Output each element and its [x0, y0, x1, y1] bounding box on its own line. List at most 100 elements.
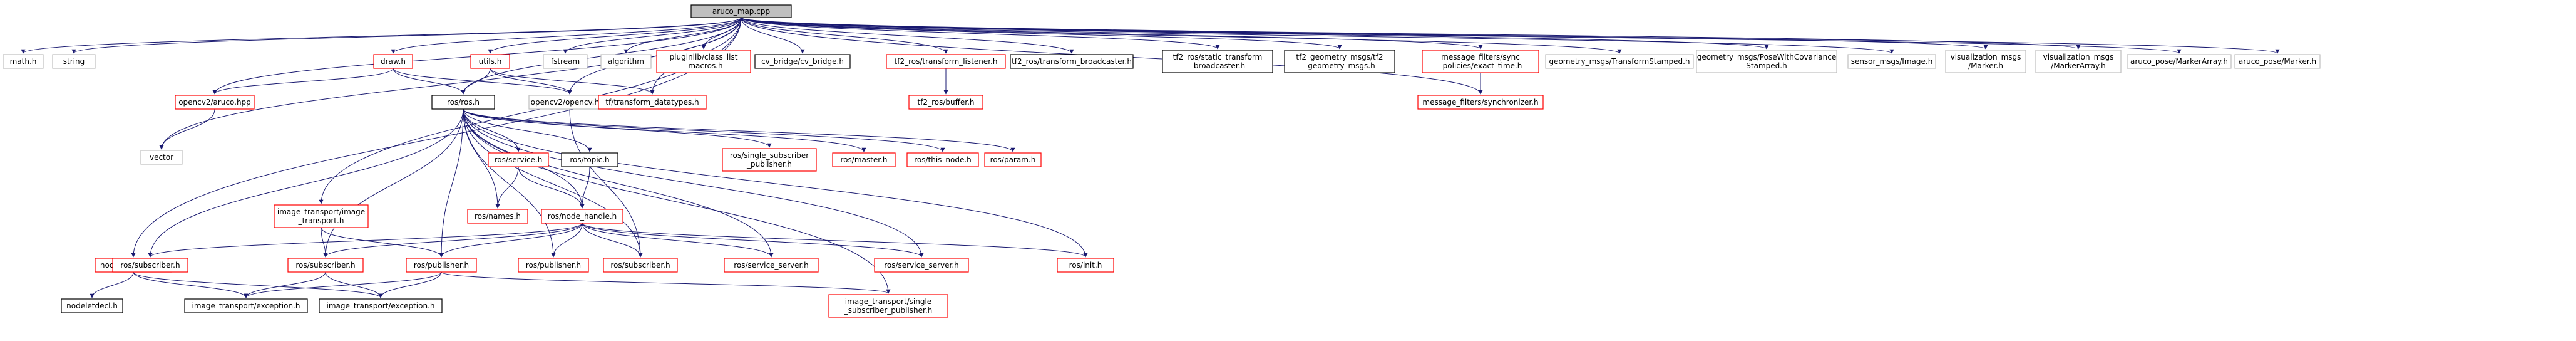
node-ros-ssp[interactable]: ros/single_subscriber_publisher.h [722, 148, 817, 172]
edge-aruco-map-to-tf2-geom [741, 17, 1342, 50]
edge-line [623, 17, 742, 54]
node-pluginlib[interactable]: pluginlib/class_list_macros.h [656, 50, 751, 73]
edge-line [701, 17, 742, 50]
node-box [908, 95, 983, 110]
edge-line [378, 271, 442, 298]
node-draw[interactable]: draw.h [373, 54, 413, 69]
node-box [488, 152, 549, 167]
node-tf-datatypes[interactable]: tf/transform_datatypes.h [598, 95, 707, 110]
edge-line [463, 108, 1015, 152]
node-utils[interactable]: utils.h [470, 54, 510, 69]
node-box [1696, 50, 1837, 73]
node-box [431, 95, 495, 110]
node-opencv2-aruco[interactable]: opencv2/aruco.hpp [175, 95, 255, 110]
node-ros-init[interactable]: ros/init.h [1057, 258, 1114, 273]
node-box [906, 152, 979, 167]
node-label: draw.h [381, 57, 406, 66]
node-ros-names[interactable]: ros/names.h [467, 209, 528, 224]
node-box [598, 95, 707, 110]
edge-nodelet-to-it-exception2 [133, 271, 383, 298]
node-box [112, 258, 188, 273]
node-ros-service-server1[interactable]: ros/service_server.h [724, 258, 819, 273]
node-ros-service[interactable]: ros/service.h [488, 152, 549, 167]
node-tf2-geom[interactable]: tf2_geometry_msgs/tf2_geometry_msgs.h [1284, 50, 1395, 73]
node-label: /Marker.h [1968, 61, 2003, 70]
node-ros-thisnode[interactable]: ros/this_node.h [906, 152, 979, 167]
node-tf2-static[interactable]: tf2_ros/static_transform_broadcaster.h [1162, 50, 1273, 73]
node-tf2-listener[interactable]: tf2_ros/transform_listener.h [886, 54, 1006, 69]
edge-ros-ros-to-ros-topic [463, 108, 592, 152]
node-box [3, 54, 44, 69]
node-box [470, 54, 510, 69]
node-ros-publisher[interactable]: ros/publisher.h [518, 258, 589, 273]
edge-aruco-map-to-fstream [563, 17, 742, 54]
node-label: message_filters/sync [1441, 53, 1520, 61]
node-it-ssp[interactable]: image_transport/single_subscriber_publis… [828, 294, 948, 318]
node-box [1284, 50, 1395, 73]
node-mf-synchronizer[interactable]: message_filters/synchronizer.h [1417, 95, 1544, 110]
node-label: /MarkerArray.h [2051, 61, 2106, 70]
edge-line [159, 108, 215, 150]
node-ros-ros[interactable]: ros/ros.h [431, 95, 495, 110]
node-box [518, 258, 589, 273]
edge-ros-nodehandle-to-ros-subscriber-m [582, 223, 643, 258]
node-ros-service-server2[interactable]: ros/service_server.h [874, 258, 969, 273]
node-label: pluginlib/class_list [670, 53, 738, 61]
node-label: ros/node_handle.h [548, 212, 617, 221]
node-tf2-buffer[interactable]: tf2_ros/buffer.h [908, 95, 983, 110]
edge-ros-nodehandle-to-it-publisher [439, 223, 583, 258]
node-ros-subscriber-l[interactable]: ros/subscriber.h [112, 258, 188, 273]
node-ros-param[interactable]: ros/param.h [984, 152, 1042, 167]
edge-line [741, 17, 1894, 54]
node-box [184, 298, 308, 313]
edge-ros-nodehandle-to-ros-init [582, 223, 1088, 258]
edge-line [21, 17, 742, 54]
node-tf2-broadcaster[interactable]: tf2_ros/transform_broadcaster.h [1010, 54, 1134, 69]
node-label: fstream [551, 57, 580, 66]
node-aruco-map[interactable]: aruco_map.cpp [690, 4, 792, 18]
node-it-subscriber[interactable]: ros/subscriber.h [287, 258, 364, 273]
edge-line [323, 108, 464, 258]
node-label: _subscriber_publisher.h [844, 306, 933, 315]
edge-line [551, 223, 583, 258]
node-cv-bridge[interactable]: cv_bridge/cv_bridge.h [754, 54, 851, 69]
edge-line [463, 108, 556, 258]
node-label: ros/init.h [1069, 261, 1102, 270]
edge-line [463, 108, 945, 152]
node-ros-topic[interactable]: ros/topic.h [561, 152, 618, 167]
node-it-publisher[interactable]: ros/publisher.h [406, 258, 477, 273]
node-label: ros/subscriber.h [610, 261, 670, 270]
node-label: aruco_pose/MarkerArray.h [2130, 57, 2228, 66]
edge-line [393, 68, 466, 95]
node-box [140, 150, 183, 165]
edge-opencv2-aruco-to-vector [159, 108, 215, 150]
edge-aruco-map-to-string [71, 17, 742, 54]
edge-line [580, 166, 590, 209]
node-label: _geometry_msgs.h [1303, 61, 1375, 70]
edge-aruco-map-to-image-transport [319, 17, 742, 204]
node-box [724, 258, 819, 273]
node-label: ros/subscriber.h [120, 261, 180, 270]
node-label: image_transport/single [845, 297, 931, 306]
node-mf-sync[interactable]: message_filters/sync_policies/exact_time… [1422, 50, 1539, 73]
edge-line [391, 17, 742, 54]
node-label: tf2_ros/static_transform [1173, 53, 1263, 61]
node-label: ros/publisher.h [526, 261, 581, 270]
node-box [52, 54, 96, 69]
edge-image-transport-to-it-subscriber [321, 227, 328, 258]
node-image-transport[interactable]: image_transport/image_transport.h [274, 204, 369, 228]
node-nodeletdecl[interactable]: nodeletdecl.h [61, 298, 123, 313]
node-box [319, 298, 443, 313]
node-label: message_filters/synchronizer.h [1422, 98, 1538, 107]
edge-draw-to-opencv2-opencv [393, 68, 572, 95]
node-it-exception1[interactable]: image_transport/exception.h [184, 298, 308, 313]
node-ros-subscriber-m[interactable]: ros/subscriber.h [603, 258, 678, 273]
node-it-exception2[interactable]: image_transport/exception.h [319, 298, 443, 313]
node-label: tf2_ros/transform_listener.h [895, 57, 998, 66]
edge-line [463, 108, 521, 152]
node-ros-nodehandle[interactable]: ros/node_handle.h [541, 209, 623, 224]
edge-ros-nodehandle-to-ros-service-server2 [582, 223, 924, 258]
node-label: tf2_geometry_msgs/tf2 [1296, 53, 1383, 61]
node-ros-master[interactable]: ros/master.h [832, 152, 896, 167]
